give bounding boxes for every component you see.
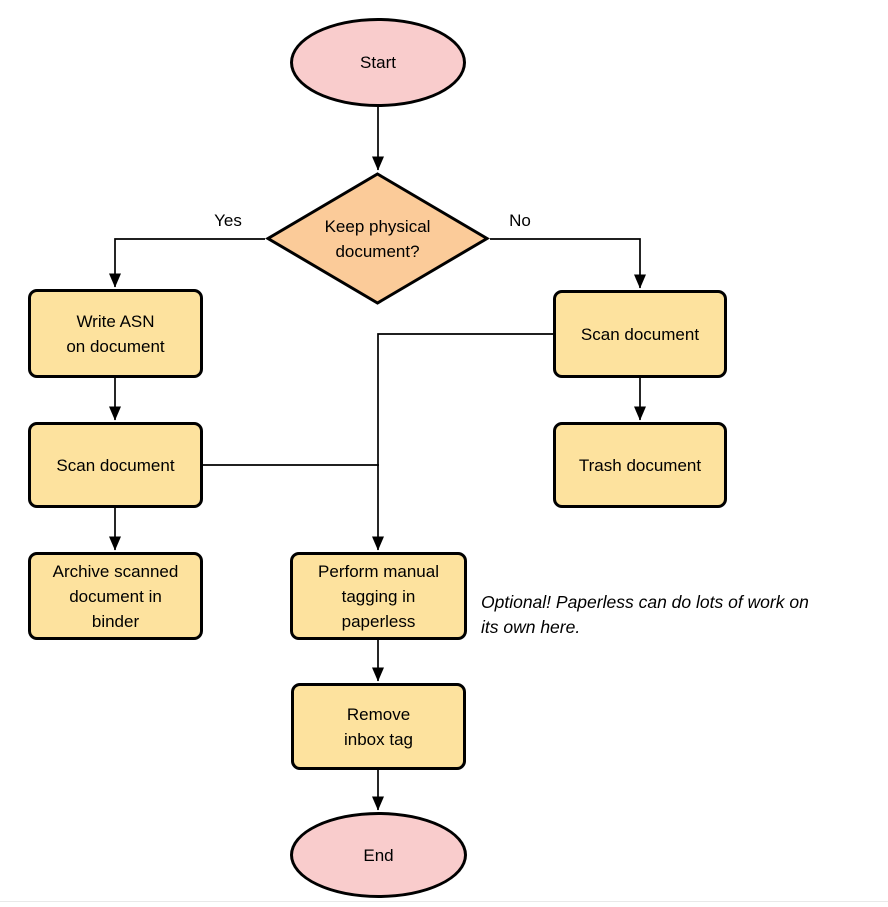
- node-decision-label: Keep physical document?: [324, 216, 431, 261]
- node-trash-label: Trash document: [578, 455, 702, 475]
- edge-decision-no: [490, 238, 646, 289]
- node-end: End: [290, 812, 467, 898]
- diamond-shape: [265, 172, 490, 305]
- node-end-label: End: [363, 845, 394, 865]
- node-trash-document: Trash document: [553, 422, 727, 508]
- edge-label-no: No: [509, 211, 531, 230]
- edge-scanright-to-tagging: [372, 333, 553, 551]
- node-decision-keep-physical-document: Keep physical document?: [265, 172, 490, 305]
- edge-label-yes: Yes: [214, 211, 242, 230]
- node-perform-manual-tagging: Perform manual tagging in paperless: [290, 552, 467, 640]
- node-start-label: Start: [360, 53, 396, 72]
- node-write-asn-label: Write ASN on document: [66, 311, 165, 356]
- node-scan-left-label: Scan document: [56, 455, 175, 475]
- node-remove-inbox-label: Remove inbox tag: [344, 704, 413, 749]
- node-remove-inbox-tag: Remove inbox tag: [291, 683, 466, 770]
- annotation-optional-paperless: Optional! Paperless can do lots of work …: [481, 592, 809, 637]
- node-scan-document-left: Scan document: [28, 422, 203, 508]
- node-archive-label: Archive scanned document in binder: [52, 561, 179, 631]
- node-scan-right-label: Scan document: [580, 324, 700, 344]
- node-write-asn-on-document: Write ASN on document: [28, 289, 203, 378]
- node-start: Start: [290, 18, 466, 107]
- node-archive-scanned-document: Archive scanned document in binder: [28, 552, 203, 640]
- node-perform-tagging-label: Perform manual tagging in paperless: [318, 561, 439, 631]
- page-bottom-divider: [0, 901, 888, 902]
- node-scan-document-right: Scan document: [553, 290, 727, 378]
- edge-decision-yes: [109, 238, 265, 288]
